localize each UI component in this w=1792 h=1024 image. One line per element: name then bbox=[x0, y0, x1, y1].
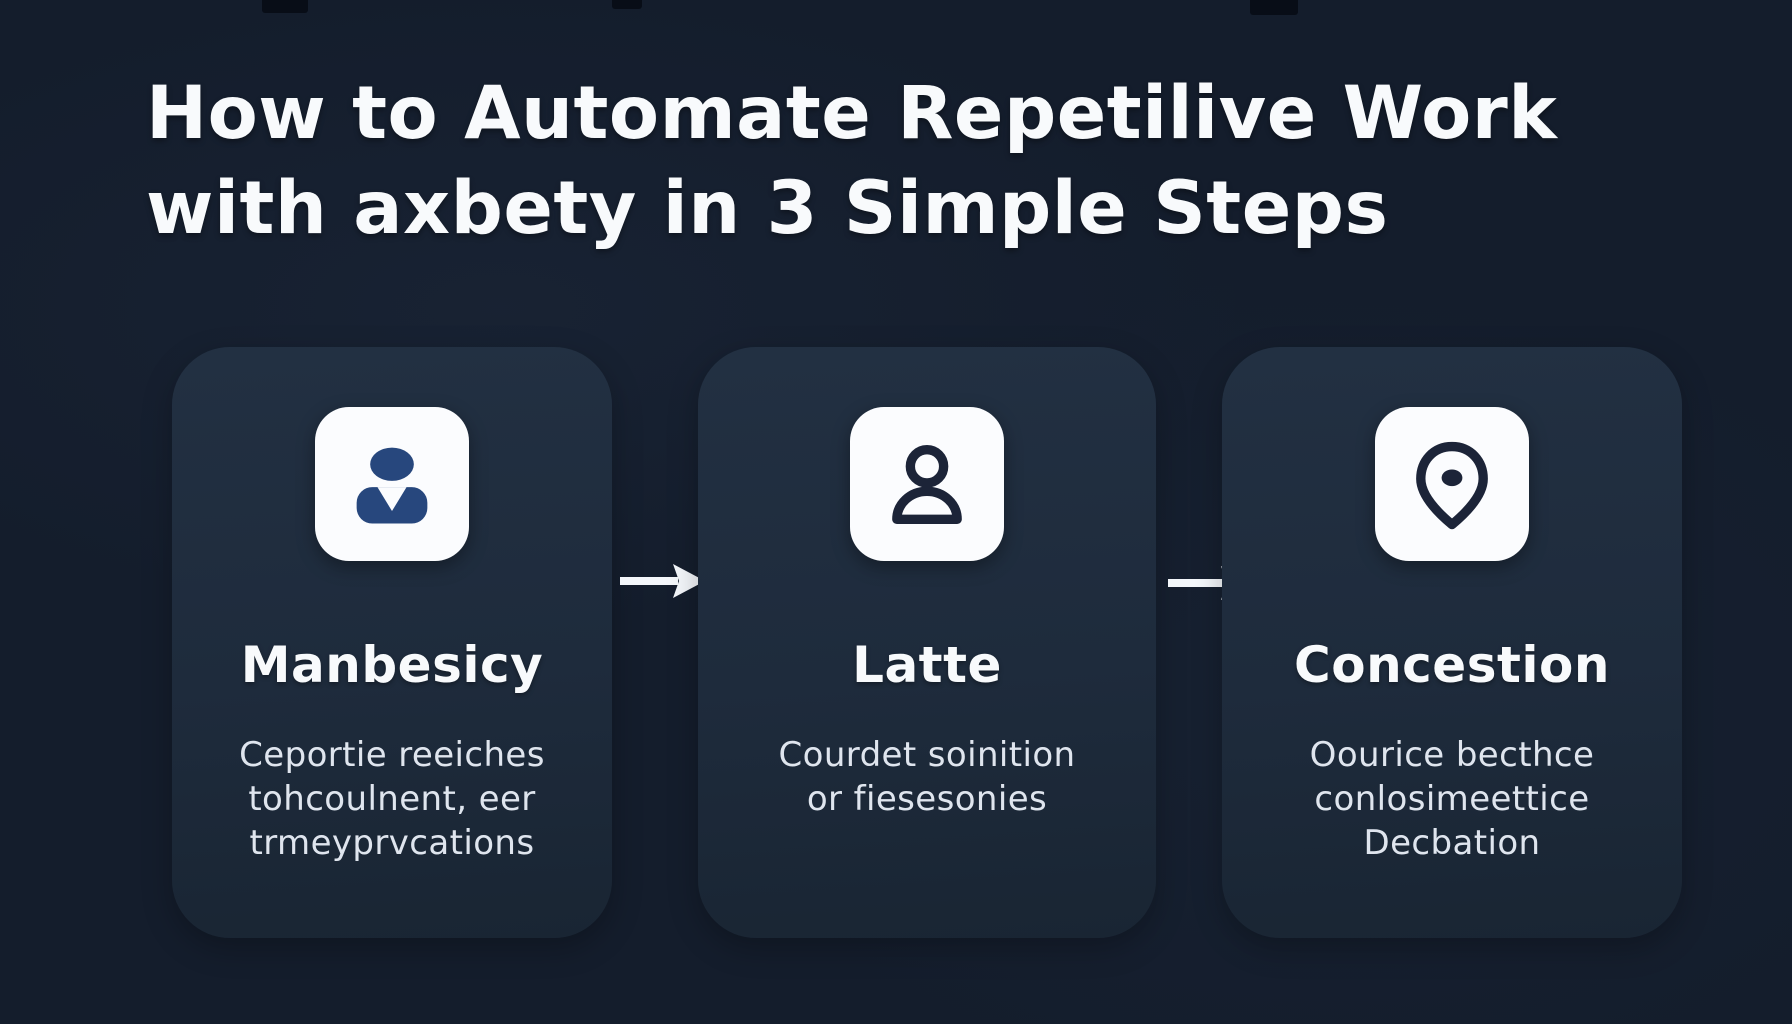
user-filled-icon bbox=[315, 407, 469, 561]
step-2-description-line-2: or fiesesonies bbox=[806, 779, 1048, 819]
step-card-2: Latte Courdet soinition or fiesesonies bbox=[698, 347, 1156, 938]
arrow-right-icon bbox=[620, 564, 705, 598]
map-pin-icon bbox=[1375, 407, 1529, 561]
step-3-description-line-3: Decbation bbox=[1363, 823, 1541, 863]
step-3-description-line-1: Oourice becthce bbox=[1309, 735, 1595, 775]
step-1-description-line-1: Ceportie reeiches bbox=[239, 735, 545, 775]
top-edge-artifact bbox=[612, 0, 642, 9]
step-2-description: Courdet soinition or fiesesonies bbox=[698, 733, 1156, 821]
step-2-description-line-1: Courdet soinition bbox=[778, 735, 1076, 775]
page-title-line-2: with axbety in 3 Simple Steps bbox=[146, 166, 1389, 251]
page-title-line-1: How to Automate Repetilive Work bbox=[146, 71, 1558, 156]
step-1-description-line-3: trmeyprvcations bbox=[249, 823, 535, 863]
step-3-heading: Concestion bbox=[1294, 636, 1610, 694]
step-1-description-line-2: tohcoulnent, eer bbox=[248, 779, 536, 819]
top-edge-artifact bbox=[1250, 0, 1298, 15]
page-title: How to Automate Repetilive Work with axb… bbox=[146, 66, 1557, 256]
step-card-3: Concestion Oourice becthce conlosimeetti… bbox=[1222, 347, 1682, 938]
top-edge-artifact bbox=[262, 0, 308, 13]
step-1-description: Ceportie reeiches tohcoulnent, eer trmey… bbox=[172, 733, 612, 865]
step-3-description-line-2: conlosimeettice bbox=[1314, 779, 1590, 819]
step-2-heading: Latte bbox=[852, 636, 1002, 694]
user-outline-icon bbox=[850, 407, 1004, 561]
step-3-description: Oourice becthce conlosimeettice Decbatio… bbox=[1222, 733, 1682, 865]
step-card-1: Manbesicy Ceportie reeiches tohcoulnent,… bbox=[172, 347, 612, 938]
step-1-heading: Manbesicy bbox=[240, 636, 544, 694]
